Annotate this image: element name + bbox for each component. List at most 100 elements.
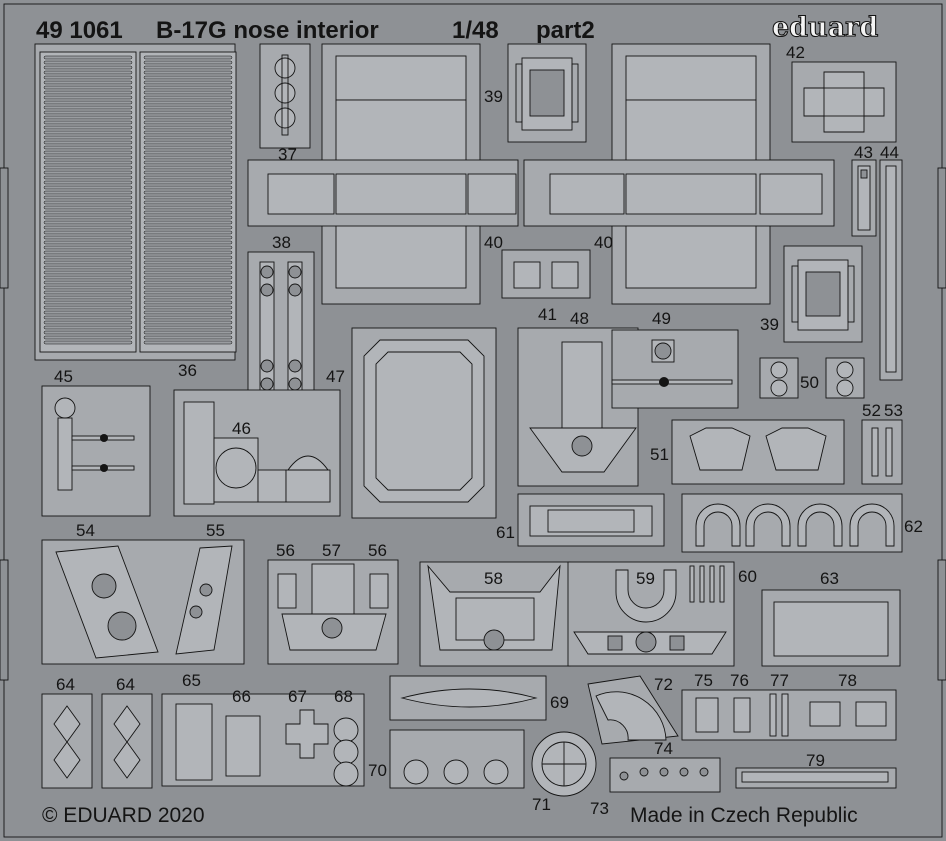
grill-bar: [43, 335, 133, 340]
label-65: 65: [182, 671, 201, 690]
grill-bar: [43, 105, 133, 110]
label-63: 63: [820, 569, 839, 588]
grill-bar: [43, 265, 133, 270]
part-55: [175, 545, 233, 655]
part-75-78: [681, 689, 897, 741]
grill-bar: [143, 330, 233, 335]
label-48: 48: [570, 309, 589, 328]
grill-bar: [43, 245, 133, 250]
part-65-68: [161, 693, 365, 787]
grill-bar: [43, 270, 133, 275]
grill-bar: [143, 70, 233, 75]
part-40-right: [523, 43, 835, 305]
label-41: 41: [538, 305, 557, 324]
label-49: 49: [652, 309, 671, 328]
part-49: [611, 329, 739, 409]
fret-code: 49 1061: [36, 17, 123, 44]
grill-bar: [43, 80, 133, 85]
grill-bar: [43, 125, 133, 130]
grill-bar: [143, 90, 233, 95]
grill-bar: [143, 265, 233, 270]
grill-bar: [143, 180, 233, 185]
grill-bar: [143, 275, 233, 280]
part-58: [419, 561, 571, 667]
label-52: 52: [862, 401, 881, 420]
grill-bar: [43, 200, 133, 205]
label-51: 51: [650, 445, 669, 464]
grill-bar: [143, 135, 233, 140]
label-71: 71: [532, 795, 551, 814]
label-39-right: 39: [760, 315, 779, 334]
grill-bar: [43, 130, 133, 135]
grill-bar: [143, 250, 233, 255]
label-75: 75: [694, 671, 713, 690]
grill-bar: [43, 120, 133, 125]
grill-bar: [43, 195, 133, 200]
label-76: 76: [730, 671, 749, 690]
label-74: 74: [654, 739, 673, 758]
grill-bar: [143, 205, 233, 210]
grill-bar: [43, 340, 133, 345]
part-47: [351, 327, 497, 519]
grill-bar: [143, 130, 233, 135]
grill-bar: [43, 65, 133, 70]
grill-bar: [43, 150, 133, 155]
grill-bar: [143, 260, 233, 265]
label-67: 67: [288, 687, 307, 706]
label-58: 58: [484, 569, 503, 588]
label-64-left: 64: [56, 675, 75, 694]
grill-bar: [143, 325, 233, 330]
grill-bar: [143, 245, 233, 250]
label-61: 61: [496, 523, 515, 542]
part-72: [587, 675, 679, 745]
grill-bar: [143, 165, 233, 170]
grill-bar: [43, 180, 133, 185]
label-37: 37: [278, 145, 297, 164]
grill-bar: [143, 120, 233, 125]
grill-bar: [143, 110, 233, 115]
grill-bar: [143, 220, 233, 225]
grill-bar: [43, 305, 133, 310]
label-69: 69: [550, 693, 569, 712]
grill-bar: [143, 65, 233, 70]
grill-bar: [143, 295, 233, 300]
label-66: 66: [232, 687, 251, 706]
grill-bar: [143, 115, 233, 120]
grill-bar: [43, 55, 133, 60]
grill-bar: [143, 210, 233, 215]
part-73-74: [609, 757, 721, 793]
label-38: 38: [272, 233, 291, 252]
part-42: [791, 61, 897, 143]
part-59: [567, 561, 735, 667]
label-53: 53: [884, 401, 903, 420]
grill-bar: [43, 300, 133, 305]
grill-bar: [43, 240, 133, 245]
grill-bar: [43, 225, 133, 230]
brand-logo: eduard: [772, 12, 878, 43]
grill-bar: [43, 170, 133, 175]
grill-bar: [143, 340, 233, 345]
grill-bar: [43, 95, 133, 100]
grill-bar: [43, 235, 133, 240]
label-36: 36: [178, 361, 197, 380]
part-63: [761, 589, 901, 667]
label-79: 79: [806, 751, 825, 770]
grill-bar: [43, 190, 133, 195]
grill-bar: [143, 230, 233, 235]
part-40-left: [247, 43, 519, 305]
grill-bar: [143, 150, 233, 155]
grill-bar: [143, 140, 233, 145]
grill-bar: [143, 125, 233, 130]
grill-bar: [43, 205, 133, 210]
label-50: 50: [800, 373, 819, 392]
grill-bar: [143, 285, 233, 290]
grill-bar: [43, 135, 133, 140]
label-57: 57: [322, 541, 341, 560]
part-46: [173, 389, 341, 517]
label-56-right: 56: [368, 541, 387, 560]
part-60: [689, 565, 725, 603]
grill-bar: [43, 280, 133, 285]
grill-bar: [143, 170, 233, 175]
part-36-grills: [34, 43, 237, 361]
grill-bar: [143, 95, 233, 100]
